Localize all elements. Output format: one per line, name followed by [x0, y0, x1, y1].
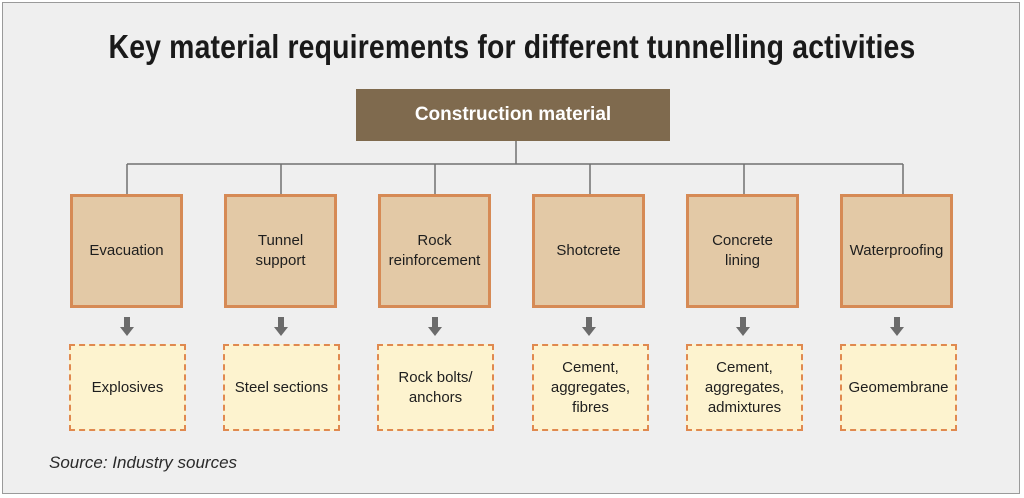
material-node-steel-sections: Steel sections: [223, 344, 340, 431]
down-arrow-icon: [890, 317, 904, 336]
material-node-explosives: Explosives: [69, 344, 186, 431]
diagram-title: Key material requirements for different …: [108, 28, 916, 65]
down-arrow-icon: [736, 317, 750, 336]
activity-node-concrete-lining: Concrete lining: [686, 194, 799, 308]
material-node-lining-mix: Cement, aggregates, admixtures: [686, 344, 803, 431]
activity-node-rock-reinforcement: Rock reinforcement: [378, 194, 491, 308]
down-arrow-icon: [120, 317, 134, 336]
material-node-rock-bolts: Rock bolts/ anchors: [377, 344, 494, 431]
root-node-construction-material: Construction material: [356, 89, 670, 141]
source-note: Source: Industry sources: [49, 453, 238, 472]
down-arrow-icon: [274, 317, 288, 336]
down-arrow-icon: [428, 317, 442, 336]
activity-node-waterproofing: Waterproofing: [840, 194, 953, 308]
activity-node-shotcrete: Shotcrete: [532, 194, 645, 308]
activity-node-evacuation: Evacuation: [70, 194, 183, 308]
activity-node-tunnel-support: Tunnel support: [224, 194, 337, 308]
material-node-geomembrane: Geomembrane: [840, 344, 957, 431]
down-arrow-icon: [582, 317, 596, 336]
material-node-shotcrete-mix: Cement, aggregates, fibres: [532, 344, 649, 431]
